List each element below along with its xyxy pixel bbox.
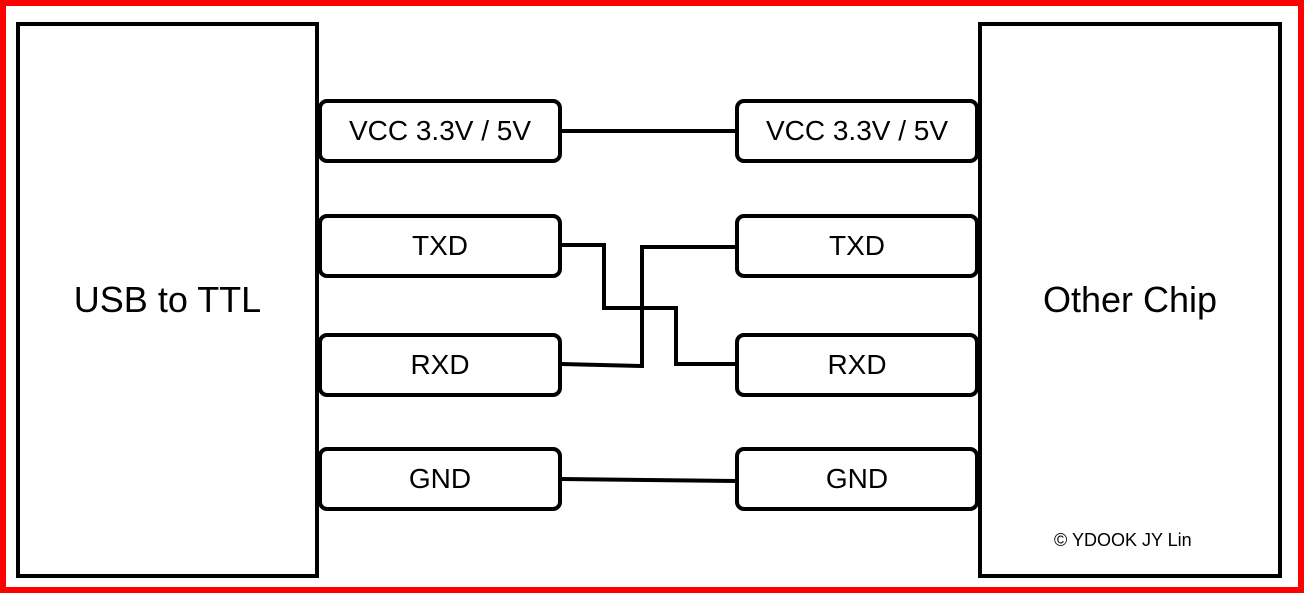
- right-vcc-pin: VCC 3.3V / 5V: [735, 99, 979, 163]
- wire-txd-to-rxd: [561, 243, 736, 366]
- left-txd-label: TXD: [412, 230, 468, 261]
- left-rxd-pin: RXD: [318, 333, 562, 397]
- left-gnd-label: GND: [408, 463, 472, 494]
- usb-to-ttl-label: USB to TTL: [73, 279, 262, 320]
- usb-to-ttl-block: USB to TTL: [16, 22, 319, 578]
- left-vcc-label: VCC 3.3V / 5V: [348, 115, 532, 146]
- left-vcc-pin: VCC 3.3V / 5V: [318, 99, 562, 163]
- right-rxd-label: RXD: [827, 349, 887, 380]
- wire-rxd-to-txd: [560, 245, 736, 369]
- copyright-notice: © YDOOK JY Lin: [1054, 530, 1192, 550]
- left-rxd-label: RXD: [410, 349, 470, 380]
- wire-gnd: [560, 477, 737, 483]
- left-txd-pin: TXD: [318, 214, 562, 278]
- right-txd-label: TXD: [829, 230, 885, 261]
- other-chip-block: Other Chip: [978, 22, 1282, 578]
- left-gnd-pin: GND: [318, 447, 562, 511]
- right-gnd-pin: GND: [735, 447, 979, 511]
- right-gnd-label: GND: [825, 463, 889, 494]
- right-rxd-pin: RXD: [735, 333, 979, 397]
- other-chip-label: Other Chip: [1042, 279, 1218, 320]
- right-txd-pin: TXD: [735, 214, 979, 278]
- right-vcc-label: VCC 3.3V / 5V: [765, 115, 949, 146]
